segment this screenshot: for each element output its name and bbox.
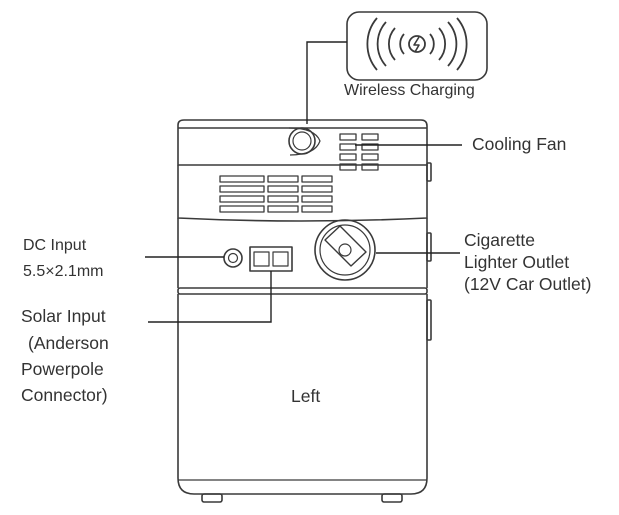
solar-input-label-line2: (Anderson bbox=[28, 333, 109, 353]
anderson-connector bbox=[249, 246, 293, 272]
cigarette-label-line1: Cigarette bbox=[464, 230, 536, 250]
dc-input-spec-label: 5.5×2.1mm bbox=[23, 263, 104, 280]
wireless-charging-pad bbox=[346, 11, 488, 81]
dc-input-port bbox=[223, 248, 243, 268]
leader-solar bbox=[148, 271, 272, 323]
dc-input-label: DC Input bbox=[23, 237, 87, 254]
foot-right bbox=[381, 493, 403, 503]
solar-input-label: Solar Input bbox=[21, 306, 106, 326]
body-seam bbox=[177, 287, 428, 295]
cigarette-lighter-outlet bbox=[314, 219, 376, 281]
wireless-charging-icon bbox=[366, 17, 468, 71]
wireless-charging-label: Wireless Charging bbox=[344, 82, 475, 99]
fan-grille-icon bbox=[339, 133, 379, 171]
solar-input-label-line3: Powerpole bbox=[21, 359, 104, 379]
device-upper-body bbox=[177, 162, 432, 222]
device-top-cap bbox=[177, 119, 428, 171]
cooling-fan-label: Cooling Fan bbox=[472, 134, 567, 154]
foot-left bbox=[201, 493, 223, 503]
side-vent-grille bbox=[219, 175, 333, 213]
side-label: Left bbox=[291, 386, 321, 406]
device-lower-body bbox=[177, 294, 432, 503]
cigarette-label-line3: (12V Car Outlet) bbox=[464, 274, 592, 294]
leader-wireless bbox=[306, 41, 347, 124]
solar-input-label-line4: Connector) bbox=[21, 385, 108, 405]
cigarette-label-line2: Lighter Outlet bbox=[464, 252, 570, 272]
leader-lines bbox=[145, 41, 462, 323]
